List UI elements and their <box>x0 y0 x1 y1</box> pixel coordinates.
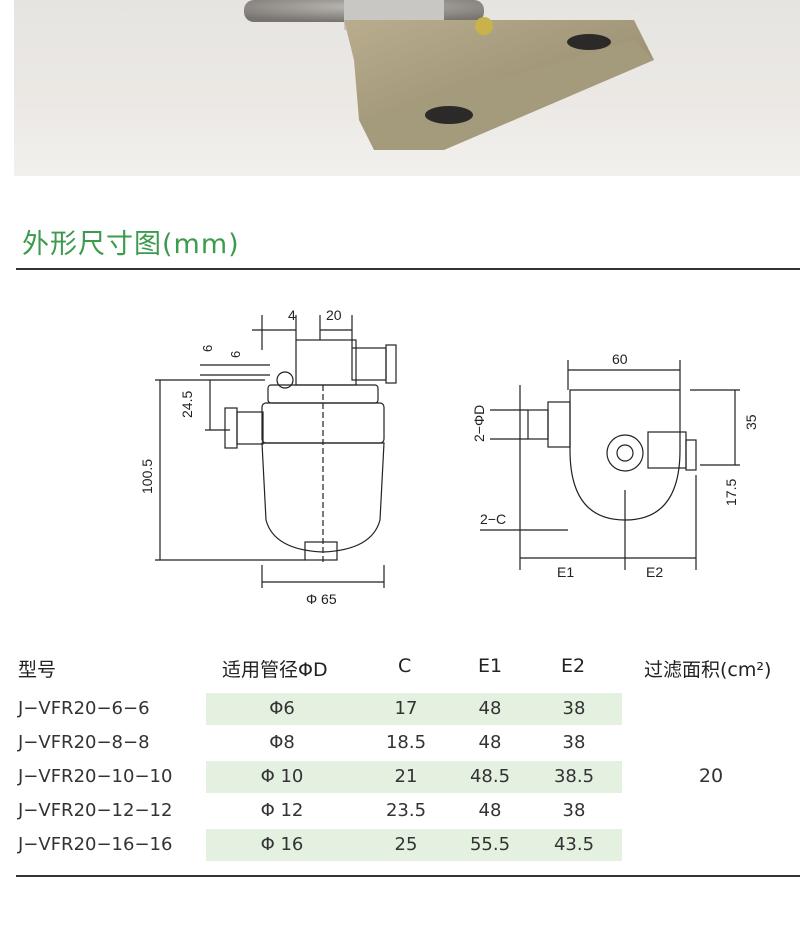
cell-e1: 48 <box>478 698 502 719</box>
divider-bottom <box>16 875 800 877</box>
dim-17-5: 17.5 <box>723 479 739 506</box>
row-shade <box>206 761 622 793</box>
dim-35: 35 <box>743 414 759 430</box>
cell-e1: 55.5 <box>469 834 511 855</box>
dim-6-a: 6 <box>200 345 215 352</box>
cell-model: J−VFR20−16−16 <box>18 834 173 855</box>
cell-e2: 38.5 <box>553 766 595 787</box>
cell-pipe: Φ 16 <box>260 834 304 855</box>
bracket-photo-illustration <box>244 0 654 150</box>
dim-phi-65: Φ 65 <box>306 591 337 607</box>
dimension-drawings: 4 20 6 6 24.5 100.5 Φ 65 60 2−ΦD 35 17.5… <box>139 307 759 607</box>
cell-c: 17 <box>394 698 418 719</box>
cell-pipe: Φ 10 <box>260 766 304 787</box>
dim-e1: E1 <box>557 564 574 580</box>
header-model: 型号 <box>18 659 57 681</box>
cell-pipe: Φ6 <box>269 698 295 719</box>
cell-e1: 48 <box>478 800 502 821</box>
header-e1: E1 <box>478 655 503 677</box>
section-title: 外形尺寸图(mm) <box>22 229 240 260</box>
side-view <box>480 360 740 570</box>
header-c: C <box>398 655 412 677</box>
table-row: J−VFR20−6−6 Φ6 17 48 38 <box>16 693 800 725</box>
table-row: J−VFR20−12−12 Φ 12 23.5 48 38 <box>16 795 800 827</box>
dim-100-5: 100.5 <box>139 459 155 494</box>
cell-e2: 38 <box>562 800 586 821</box>
cell-model: J−VFR20−10−10 <box>18 766 173 787</box>
cell-e2: 43.5 <box>553 834 595 855</box>
cell-model: J−VFR20−6−6 <box>18 698 150 719</box>
cell-e1: 48.5 <box>469 766 511 787</box>
divider-top <box>16 268 800 270</box>
cell-model: J−VFR20−12−12 <box>18 800 173 821</box>
cell-pipe: Φ 12 <box>260 800 304 821</box>
dim-6-b: 6 <box>228 351 243 358</box>
cell-c: 23.5 <box>385 800 427 821</box>
front-view <box>155 315 397 588</box>
dim-20: 20 <box>326 307 342 323</box>
cell-e1: 48 <box>478 732 502 753</box>
cell-c: 25 <box>394 834 418 855</box>
cell-c: 18.5 <box>385 732 427 753</box>
product-photo <box>14 0 800 176</box>
dim-60: 60 <box>612 351 628 367</box>
dim-24-5: 24.5 <box>179 391 195 418</box>
dim-e2: E2 <box>646 564 663 580</box>
cell-model: J−VFR20−8−8 <box>18 732 150 753</box>
table-row: J−VFR20−8−8 Φ8 18.5 48 38 <box>16 727 800 759</box>
filter-area-value: 20 <box>698 765 724 787</box>
dim-4: 4 <box>288 307 296 323</box>
table-row: J−VFR20−10−10 Φ 10 21 48.5 38.5 <box>16 761 800 793</box>
row-shade <box>206 693 622 725</box>
dim-2-c: 2−C <box>480 511 506 527</box>
cell-pipe: Φ8 <box>269 732 295 753</box>
dim-2-phi-d: 2−ΦD <box>471 405 487 442</box>
header-pipe: 适用管径ΦD <box>222 659 328 681</box>
row-shade <box>206 829 622 861</box>
cell-c: 21 <box>394 766 418 787</box>
cell-e2: 38 <box>562 732 586 753</box>
header-e2: E2 <box>561 655 586 677</box>
table-row: J−VFR20−16−16 Φ 16 25 55.5 43.5 <box>16 829 800 861</box>
cell-e2: 38 <box>562 698 586 719</box>
header-area: 过滤面积(cm²) <box>644 659 772 681</box>
